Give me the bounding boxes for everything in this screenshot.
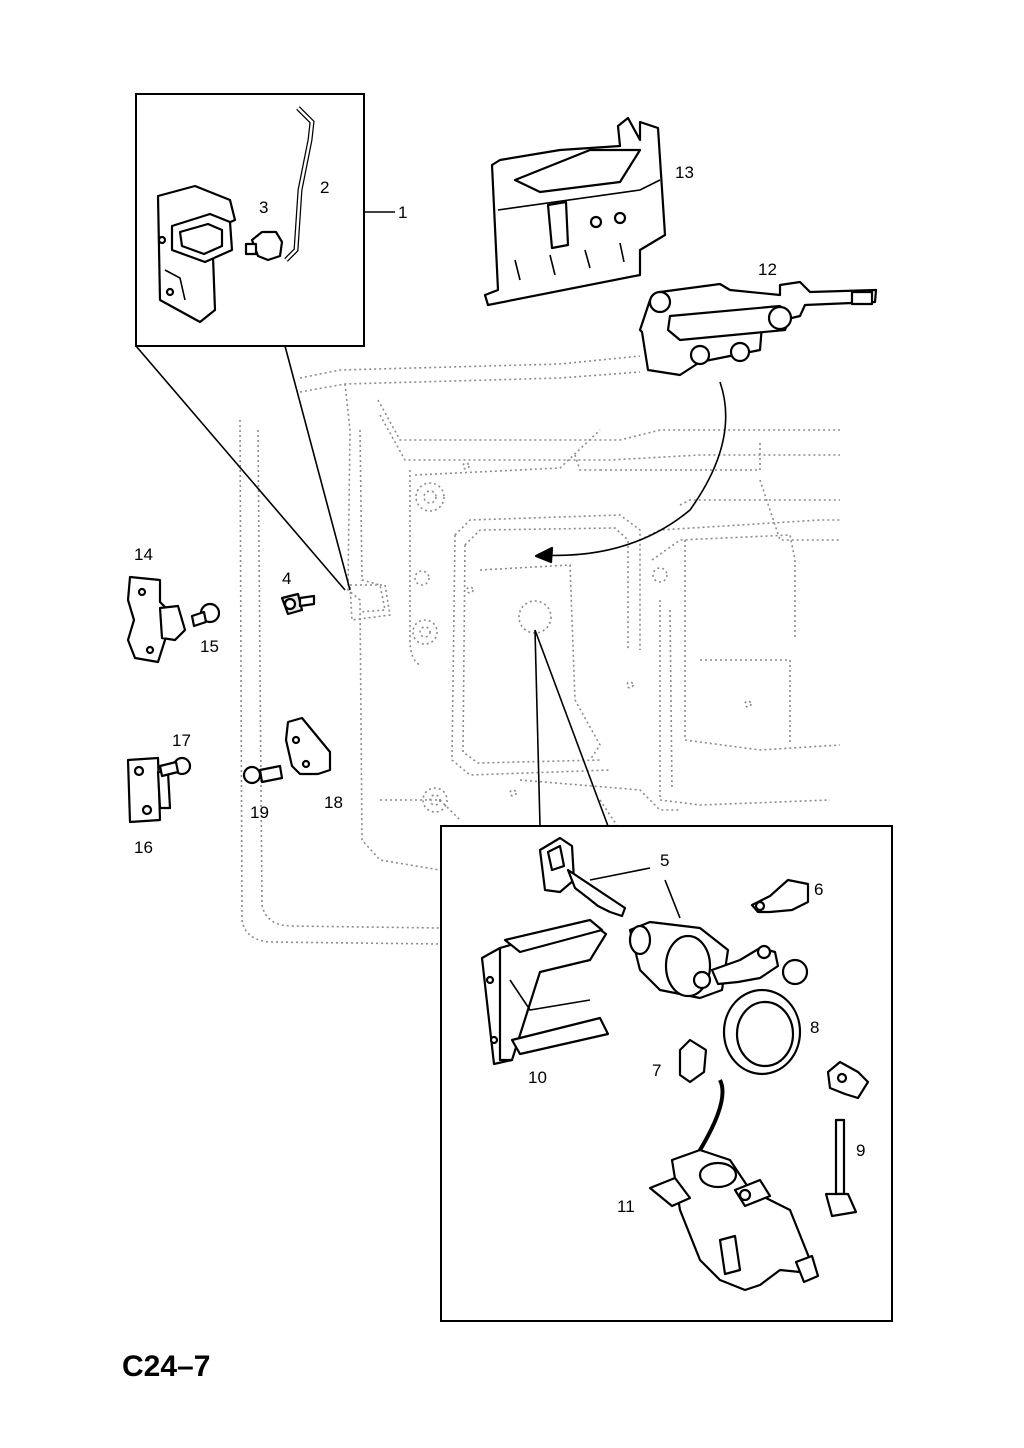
callout-2: 2 xyxy=(320,178,329,197)
callout-5-leader-b xyxy=(664,879,681,919)
callout-9: 9 xyxy=(856,1141,865,1160)
callout-15: 15 xyxy=(200,637,219,656)
key xyxy=(538,836,627,918)
callout-5: 5 xyxy=(660,851,669,870)
callout-labels: 1 2 3 4 5 6 7 8 9 10 11 12 13 14 15 16 1… xyxy=(134,163,865,1216)
callout-16: 16 xyxy=(134,838,153,857)
callout-8: 8 xyxy=(810,1018,819,1037)
callout-5-leader-a xyxy=(589,867,651,881)
callout-12: 12 xyxy=(758,260,777,279)
striker-plate xyxy=(126,575,187,664)
linkage-rod-9 xyxy=(824,1060,870,1218)
clip-7 xyxy=(678,1038,708,1084)
callout-18: 18 xyxy=(324,793,343,812)
callout-6: 6 xyxy=(814,880,823,899)
callout-4: 4 xyxy=(282,569,291,588)
callout-13: 13 xyxy=(675,163,694,182)
callout-17: 17 xyxy=(172,731,191,750)
inset-1-leader-left xyxy=(135,345,346,591)
lock-cover xyxy=(483,116,667,307)
callout-19: 19 xyxy=(250,803,269,822)
callout-10: 10 xyxy=(528,1068,547,1087)
seal-ring xyxy=(722,988,802,1076)
lever-6 xyxy=(750,878,810,914)
callout-11: 11 xyxy=(617,1197,635,1216)
plate-16 xyxy=(126,756,172,824)
inset-1-leader-right xyxy=(284,345,351,591)
inset-2-leader-right xyxy=(534,629,609,827)
callout-7: 7 xyxy=(652,1061,661,1080)
bolt-19 xyxy=(242,764,284,785)
callout-14: 14 xyxy=(134,545,153,564)
operating-rod-highlight xyxy=(285,107,314,261)
lock-cylinder xyxy=(628,920,809,1000)
door-panel-outline xyxy=(239,355,841,945)
inner-handle-bracket xyxy=(156,184,237,324)
screw-4 xyxy=(280,592,316,616)
bracket-18 xyxy=(284,716,332,776)
callout-3: 3 xyxy=(259,198,268,217)
screw-17 xyxy=(158,756,192,778)
figure-code: C24–7 xyxy=(122,1350,210,1383)
inset-2-leader-left xyxy=(534,629,541,827)
callout-1: 1 xyxy=(398,203,407,222)
striker-bolt xyxy=(190,602,221,628)
lock-housing xyxy=(480,918,610,1066)
lock-body-11 xyxy=(648,1079,820,1292)
inset-box-2 xyxy=(440,825,893,1322)
rod-clip xyxy=(244,230,284,262)
door-lock-mechanism xyxy=(534,280,878,564)
